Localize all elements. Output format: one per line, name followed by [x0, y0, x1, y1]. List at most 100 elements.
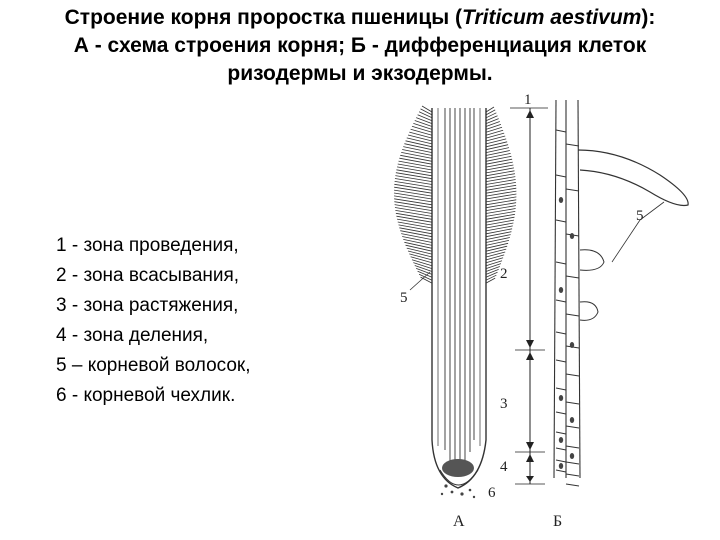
root-hair-line — [485, 161, 513, 168]
cell-walls — [555, 129, 580, 487]
root-hair-line — [394, 198, 433, 206]
root-hair-line — [394, 186, 433, 194]
root-hair-line — [485, 170, 515, 177]
root-hair-line — [396, 215, 433, 223]
slide-title: Строение корня проростка пшеницы (Tritic… — [8, 4, 712, 88]
root-hair-line — [485, 271, 498, 278]
legend-item-division: 4 - зона деления, — [56, 325, 209, 346]
root-hair-line — [406, 247, 433, 255]
root-hair-line — [393, 195, 433, 203]
cell-wall-line — [565, 425, 580, 429]
root-hair-line — [485, 225, 513, 232]
cell-wall-line — [565, 188, 580, 192]
cell-nucleus — [569, 233, 575, 239]
cell-wall-line — [565, 445, 580, 449]
root-hair-line — [397, 163, 433, 171]
root-hair-line — [394, 204, 433, 211]
root-hair-line — [420, 276, 433, 284]
legend-item-conduction: 1 - зона проведения, — [56, 235, 239, 256]
zone-number-6: 6 — [488, 485, 496, 501]
root-hair-line — [399, 227, 433, 235]
root-hair-line — [485, 184, 517, 191]
root-hair-line — [485, 231, 512, 238]
root-hair-line — [395, 175, 433, 182]
root-hair-line — [394, 207, 433, 214]
root-hairs-right — [485, 106, 517, 284]
root-hair-line — [398, 160, 433, 168]
zone-number-4: 4 — [500, 459, 508, 475]
root-hair-line — [403, 146, 433, 153]
title-line-1: Строение корня проростка пшеницы (Tritic… — [64, 6, 656, 29]
root-hair-line — [485, 234, 511, 240]
long-root-hair — [577, 149, 689, 207]
root-hair-line — [414, 120, 433, 127]
legend-item-elongation: 3 - зона растяжения, — [56, 295, 239, 316]
cell-wall-line — [555, 459, 567, 463]
title-line-3: ризодермы и экзодермы. — [227, 62, 493, 85]
root-hair-line — [416, 117, 433, 124]
root-hair-line — [405, 140, 433, 148]
root-hair-line — [485, 260, 503, 267]
root-hair-line — [421, 105, 433, 113]
root-hair-line — [410, 256, 433, 264]
root-hair-line — [485, 251, 506, 258]
root-hair-line — [485, 129, 504, 136]
root-hair-line — [485, 115, 498, 122]
cell-nucleus — [558, 197, 564, 203]
cortex-lines — [437, 108, 481, 446]
root-hair-line — [485, 196, 517, 203]
zone-number-2: 2 — [500, 266, 508, 282]
root-hair-line — [485, 202, 517, 209]
hair-label-a: 5 — [400, 290, 408, 306]
root-hair-line — [485, 190, 517, 197]
hair-label-b: 5 — [636, 208, 644, 224]
cell-wall-line — [565, 275, 580, 279]
root-hair-line — [485, 193, 517, 200]
cell-nucleus — [558, 463, 564, 469]
cell-wall-line — [555, 331, 567, 335]
root-hair-line — [393, 189, 433, 197]
cell-wall-line — [555, 299, 567, 303]
root-hair-line — [485, 109, 496, 116]
root-scheme-a — [393, 105, 517, 499]
root-hair-line — [401, 233, 433, 240]
cell-wall-line — [565, 401, 580, 405]
cell-wall-line — [555, 261, 567, 265]
species-name: Triticum aestivum — [462, 6, 642, 29]
stele-lines — [444, 108, 475, 468]
cell-nuclei — [558, 197, 575, 469]
root-hairs-left — [393, 105, 433, 284]
root-hair-line — [485, 245, 508, 252]
root-hair-line — [394, 201, 433, 209]
root-hair-line — [485, 187, 517, 194]
root-hair-line — [399, 157, 433, 165]
root-hair-line — [485, 173, 515, 180]
root-hair-line — [485, 277, 496, 284]
root-hair-line — [485, 228, 513, 235]
cell-differentiation-b — [553, 99, 689, 487]
root-hair-line — [485, 237, 510, 243]
root-hair-line — [398, 224, 433, 232]
cell-nucleus — [558, 437, 564, 443]
root-hair-line — [485, 155, 512, 162]
root-hair-line — [420, 108, 433, 116]
root-hair-line — [485, 118, 499, 124]
root-hair-line — [485, 164, 514, 171]
root-hair-line — [417, 114, 433, 122]
legend-item-root-hair: 5 – корневой волосок, — [56, 355, 251, 376]
legend-item-absorption: 2 - зона всасывания, — [56, 265, 240, 286]
root-hair-line — [485, 213, 515, 220]
zone-number-1: 1 — [524, 92, 532, 108]
cell-wall-line — [565, 143, 580, 147]
cell-wall-line — [565, 483, 580, 487]
root-hair-line — [402, 149, 433, 156]
cell-wall-line — [555, 469, 567, 473]
cell-wall-line — [555, 129, 567, 133]
root-hair-line — [485, 121, 500, 127]
zone-dimension-line — [510, 107, 548, 485]
root-hair-line — [485, 222, 514, 229]
root-hair-line — [485, 208, 516, 214]
root-hair-line — [485, 179, 516, 185]
hair-bulge-2 — [579, 301, 599, 321]
